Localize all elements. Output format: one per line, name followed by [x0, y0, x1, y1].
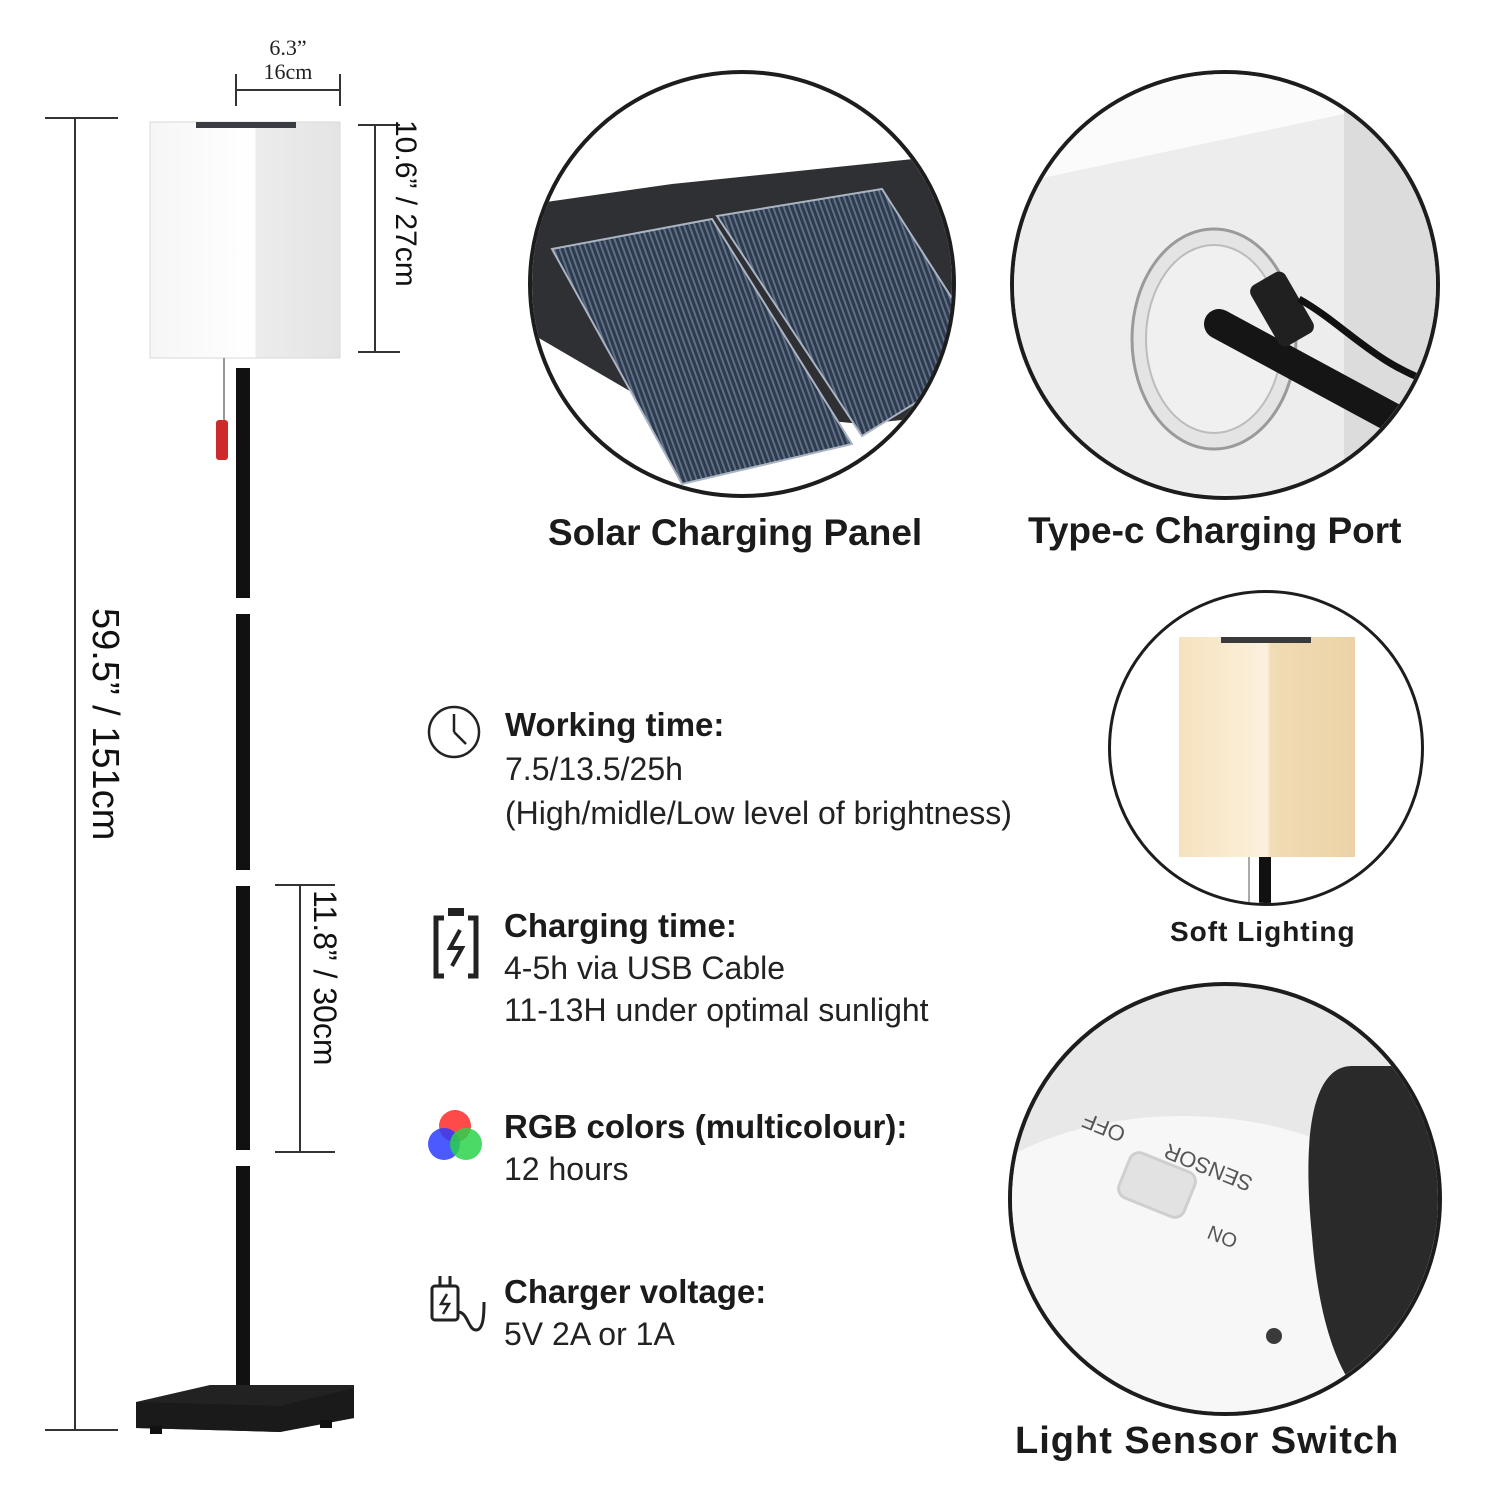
clock-icon — [427, 705, 481, 759]
spec-line: 7.5/13.5/25h — [505, 751, 683, 787]
spec-line: (High/midle/Low level of brightness) — [505, 795, 1012, 831]
sensor-switch-photo: OFF SENSOR ON — [1008, 982, 1442, 1416]
glowing-lamp-icon — [1179, 637, 1355, 903]
section-height-label: 11.8” / 30cm — [307, 890, 343, 1066]
soft-lighting-photo — [1108, 590, 1424, 906]
spec-rgb-text: RGB colors (multicolour): 12 hours — [504, 1106, 907, 1190]
typec-caption: Type-c Charging Port — [1028, 510, 1402, 551]
solar-panel-icon — [532, 155, 952, 486]
spec-line: 4-5h via USB Cable — [504, 950, 786, 986]
spec-line: 12 hours — [504, 1151, 629, 1187]
spec-title: Charging time: — [504, 907, 737, 944]
usb-charger-icon — [430, 1276, 486, 1332]
rgb-color-icon — [428, 1110, 482, 1160]
spec-item-charging-time — [432, 906, 480, 987]
spec-charging-time-text: Charging time: 4-5h via USB Cable 11-13H… — [504, 905, 929, 1031]
battery-charging-icon — [433, 908, 479, 979]
width-inch-label: 6.3” — [269, 35, 307, 60]
typec-port-icon — [1014, 74, 1436, 494]
spec-line: 5V 2A or 1A — [504, 1316, 675, 1352]
spec-item-charger-voltage — [428, 1272, 488, 1337]
floor-lamp-drawing — [45, 74, 400, 1434]
spec-charger-voltage-text: Charger voltage: 5V 2A or 1A — [504, 1271, 766, 1355]
soft-lighting-caption: Soft Lighting — [1170, 916, 1356, 947]
total-height-label: 59.5” / 151cm — [84, 608, 126, 841]
spec-line: 11-13H under optimal sunlight — [504, 992, 929, 1028]
shade-height-label: 10.6” / 27cm — [389, 120, 422, 287]
width-cm-label: 16cm — [263, 59, 313, 84]
solar-panel-photo — [528, 70, 956, 498]
sensor-caption: Light Sensor Switch — [1015, 1420, 1400, 1462]
spec-item-working-time — [426, 704, 482, 765]
solar-caption: Solar Charging Panel — [548, 512, 923, 553]
spec-item-rgb — [425, 1106, 485, 1171]
sensor-switch-icon — [1012, 1066, 1438, 1412]
typec-port-photo — [1010, 70, 1440, 500]
spec-title: Working time: — [505, 706, 725, 743]
spec-title: RGB colors (multicolour): — [504, 1108, 908, 1145]
spec-title: Charger voltage: — [504, 1273, 767, 1310]
spec-working-time-text: Working time: 7.5/13.5/25h (High/midle/L… — [505, 703, 1012, 835]
